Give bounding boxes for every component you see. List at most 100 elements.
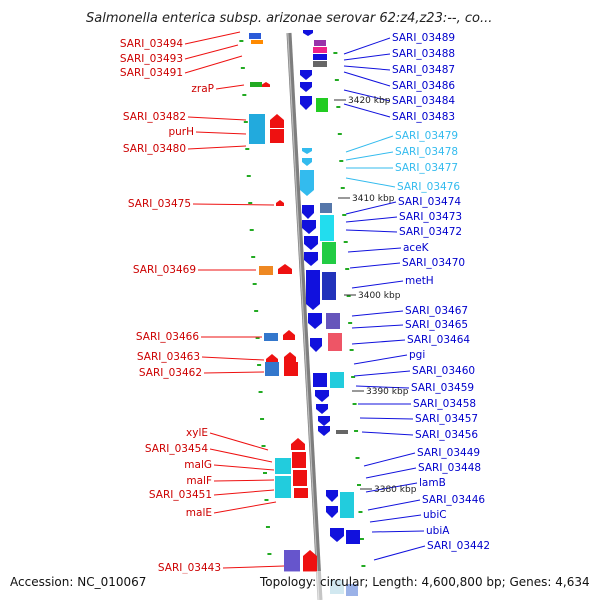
gene-features xyxy=(249,30,360,596)
map-title: Salmonella enterica subsp. arizonae sero… xyxy=(86,11,492,26)
gene-block xyxy=(314,40,326,46)
left-leader-line xyxy=(184,55,243,74)
left-gene-label: SARI_03466 xyxy=(136,331,199,343)
right-gene-label: SARI_03449 xyxy=(417,447,480,459)
right-leader-line xyxy=(347,247,402,253)
right-leader-line xyxy=(353,354,408,365)
left-gene-label: SARI_03480 xyxy=(123,143,186,155)
gene-block xyxy=(313,54,327,60)
reverse-gene-arrow xyxy=(303,550,317,572)
reverse-gene-arrow xyxy=(276,200,284,206)
gene-block xyxy=(294,488,308,498)
right-leader-line xyxy=(351,280,404,289)
right-leader-line xyxy=(345,135,394,153)
gene-block xyxy=(326,313,340,329)
right-leader-line xyxy=(343,103,391,118)
left-leader-line xyxy=(209,448,273,463)
gene-block xyxy=(275,476,291,498)
left-gene-label: xylE xyxy=(186,427,208,439)
right-gene-label: ubiA xyxy=(426,525,450,537)
right-gene-label: aceK xyxy=(403,242,430,254)
forward-gene-arrow xyxy=(310,338,322,352)
right-leader-line xyxy=(355,385,410,389)
forward-gene-arrow xyxy=(308,313,322,329)
left-gene-label: SARI_03462 xyxy=(139,367,202,379)
left-leader-line xyxy=(184,31,241,45)
right-leader-line xyxy=(363,452,416,467)
outer-tick xyxy=(346,295,351,297)
left-gene-label: SARI_03475 xyxy=(128,198,191,210)
gene-block xyxy=(322,272,336,300)
right-leader-line xyxy=(349,262,401,269)
reverse-gene-arrow xyxy=(270,114,284,128)
right-gene-label: SARI_03474 xyxy=(398,196,461,208)
outer-tick xyxy=(342,214,347,216)
right-gene-label: SARI_03464 xyxy=(407,334,470,346)
left-gene-label: zraP xyxy=(191,83,214,95)
gene-block xyxy=(313,47,327,53)
inner-tick xyxy=(264,499,269,501)
gene-block xyxy=(328,333,342,351)
inner-tick xyxy=(255,337,260,339)
outer-tick xyxy=(345,268,350,270)
forward-gene-arrow xyxy=(302,158,312,166)
outer-tick xyxy=(348,322,353,324)
gene-block xyxy=(284,362,298,376)
label-leader-lines xyxy=(184,31,426,569)
inner-tick xyxy=(239,40,244,42)
right-gene-label: SARI_03456 xyxy=(415,429,478,441)
left-leader-line xyxy=(209,432,269,451)
gene-block xyxy=(322,242,336,264)
right-leader-line xyxy=(343,89,391,102)
forward-gene-arrow xyxy=(300,96,312,110)
right-leader-line xyxy=(345,177,396,188)
outer-tick xyxy=(351,376,356,378)
outer-tick xyxy=(361,565,366,567)
gene-block xyxy=(316,98,328,112)
right-gene-label: SARI_03446 xyxy=(422,494,485,506)
right-leader-line xyxy=(343,71,391,87)
forward-gene-arrow xyxy=(316,404,328,414)
outer-tick xyxy=(337,133,342,135)
gene-block xyxy=(270,129,284,143)
outer-tick xyxy=(352,403,357,405)
right-gene-label: ubiC xyxy=(423,509,447,521)
inner-tick xyxy=(246,175,251,177)
right-leader-line xyxy=(343,53,391,61)
right-gene-label: SARI_03489 xyxy=(392,32,455,44)
gene-block xyxy=(320,215,334,241)
outer-tick xyxy=(333,52,338,54)
right-gene-label: SARI_03487 xyxy=(392,64,455,76)
outer-tick xyxy=(343,241,348,243)
kbp-label: 3420 kbp xyxy=(348,96,391,106)
reverse-gene-arrow xyxy=(278,264,292,274)
right-leader-line xyxy=(343,37,391,55)
reverse-gene-arrow xyxy=(284,352,296,362)
right-leader-line xyxy=(369,514,422,523)
gene-block xyxy=(330,372,344,388)
gene-block xyxy=(284,550,300,572)
accession-text: Accession: NC_010067 xyxy=(10,575,146,589)
right-leader-line xyxy=(345,229,398,233)
forward-gene-arrow xyxy=(300,82,312,92)
right-leader-line xyxy=(365,482,418,493)
forward-gene-arrow xyxy=(300,170,314,196)
inner-tick xyxy=(243,121,248,123)
gene-block xyxy=(340,492,354,518)
kbp-label: 3410 kbp xyxy=(352,194,395,204)
left-gene-label: SARI_03451 xyxy=(149,489,212,501)
outer-tick xyxy=(355,457,360,459)
forward-gene-arrow xyxy=(315,390,329,402)
left-gene-label: SARI_03482 xyxy=(123,111,186,123)
outer-tick xyxy=(359,538,364,540)
gene-block xyxy=(275,458,291,474)
right-gene-label: SARI_03448 xyxy=(418,462,481,474)
reverse-gene-arrow xyxy=(291,438,305,450)
right-gene-label: SARI_03465 xyxy=(405,319,468,331)
left-leader-line xyxy=(213,464,275,471)
left-gene-label: malF xyxy=(186,475,212,487)
forward-gene-arrow xyxy=(302,220,316,234)
gene-block xyxy=(320,203,332,213)
footer-backdrop xyxy=(0,571,600,600)
